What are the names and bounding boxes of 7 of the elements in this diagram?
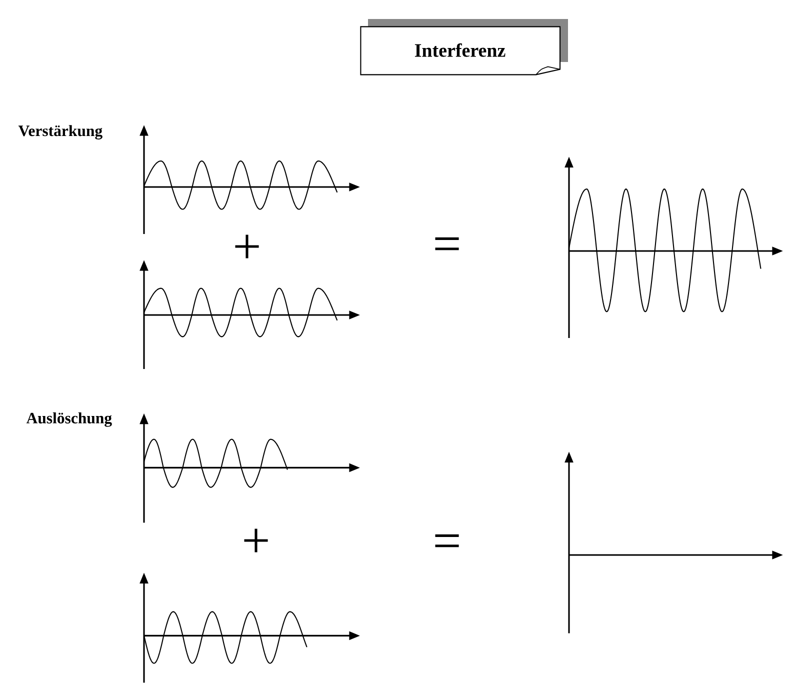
title-box: Interferenz bbox=[360, 19, 568, 76]
equals-sign: = bbox=[435, 237, 459, 250]
section-label: Auslöschung bbox=[26, 412, 112, 427]
equals-sign: = bbox=[435, 534, 459, 548]
plus-sign: + bbox=[244, 528, 268, 552]
plus-sign: + bbox=[235, 234, 259, 258]
section-label: Verstärkung bbox=[18, 125, 102, 140]
